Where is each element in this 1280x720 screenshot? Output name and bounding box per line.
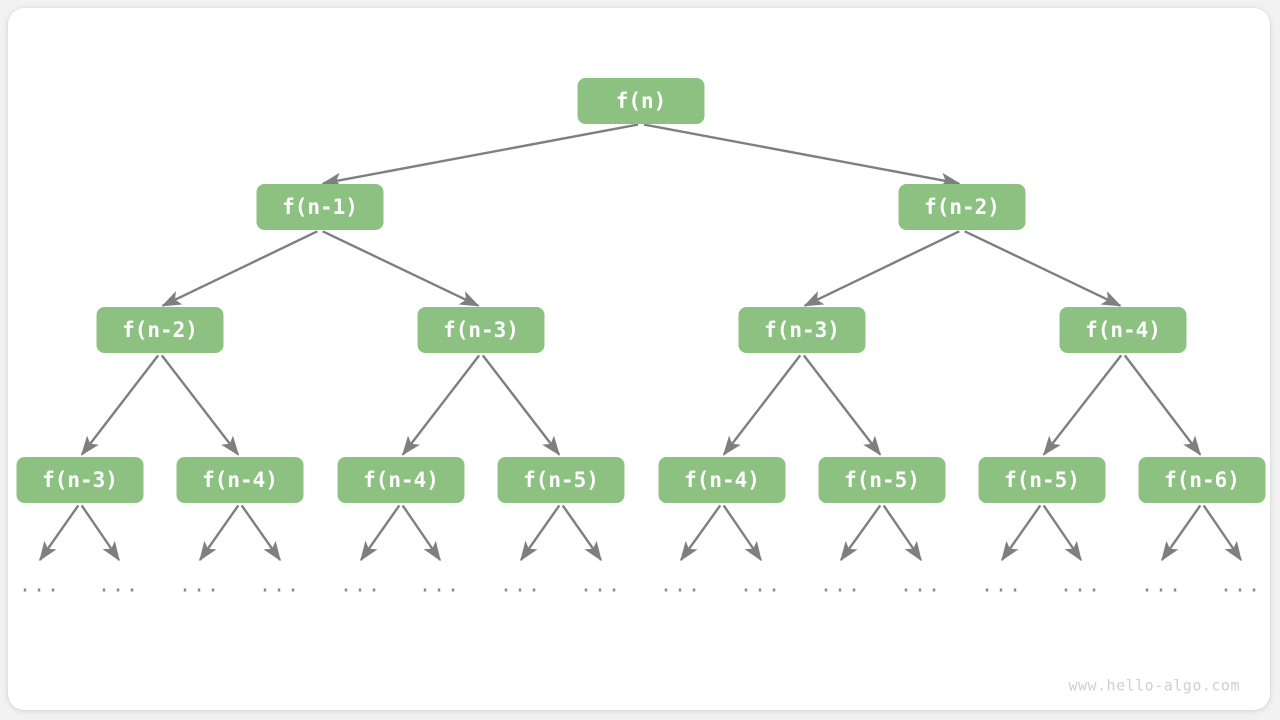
tree-node[interactable]: f(n-5) bbox=[818, 457, 946, 503]
tree-edges-layer bbox=[80, 123, 1202, 456]
ellipsis-marker: ... bbox=[19, 573, 61, 597]
tree-node-label: f(n-4) bbox=[1085, 318, 1161, 342]
tree-edge bbox=[1042, 354, 1123, 456]
diagram-card bbox=[8, 8, 1270, 710]
ellipsis-edge bbox=[840, 504, 882, 562]
tree-node-label: f(n-4) bbox=[202, 468, 278, 492]
tree-node-label: f(n-4) bbox=[684, 468, 760, 492]
ellipsis-marker: ... bbox=[259, 573, 301, 597]
tree-node-box bbox=[337, 457, 465, 503]
ellipsis-marker: ... bbox=[740, 573, 782, 597]
tree-edge bbox=[160, 354, 240, 456]
tree-node-box bbox=[96, 307, 224, 353]
tree-node-box bbox=[738, 307, 866, 353]
ellipsis-marker: ... bbox=[500, 573, 542, 597]
ellipsis-marker: ... bbox=[981, 573, 1023, 597]
tree-edge bbox=[401, 354, 481, 456]
tree-edge bbox=[803, 230, 960, 307]
tree-node-label: f(n-5) bbox=[1004, 468, 1080, 492]
ellipsis-marker: ... bbox=[340, 573, 382, 597]
ellipsis-edge bbox=[80, 504, 120, 562]
tree-node[interactable]: f(n-2) bbox=[898, 184, 1026, 230]
tree-node[interactable]: f(n-2) bbox=[96, 307, 224, 353]
ellipsis-marker: ... bbox=[98, 573, 140, 597]
ellipsis-edge bbox=[1042, 504, 1082, 562]
watermark-label: www.hello-algo.com bbox=[1068, 677, 1240, 695]
tree-edge bbox=[161, 230, 318, 307]
ellipsis-marker: ... bbox=[1220, 573, 1262, 597]
ellipsis-edge bbox=[882, 504, 922, 562]
tree-node[interactable]: f(n-5) bbox=[978, 457, 1106, 503]
ellipsis-edge bbox=[680, 504, 722, 562]
ellipsis-marker: ... bbox=[660, 573, 702, 597]
tree-node[interactable]: f(n-4) bbox=[176, 457, 304, 503]
tree-edge bbox=[964, 230, 1122, 307]
tree-edge bbox=[1123, 354, 1202, 456]
tree-node[interactable]: f(n-4) bbox=[658, 457, 786, 503]
tree-node-label: f(n-2) bbox=[122, 318, 198, 342]
tree-node-box bbox=[1059, 307, 1187, 353]
ellipsis-edge bbox=[1161, 504, 1202, 562]
tree-node-label: f(n-3) bbox=[443, 318, 519, 342]
tree-edge bbox=[802, 354, 882, 456]
tree-edge bbox=[321, 123, 639, 188]
ellipsis-edge bbox=[360, 504, 401, 562]
ellipsis-edge bbox=[1001, 504, 1042, 562]
ellipsis-marker: ... bbox=[179, 573, 221, 597]
tree-edge bbox=[481, 354, 561, 456]
ellipsis-edge bbox=[722, 504, 762, 562]
tree-node[interactable]: f(n-3) bbox=[417, 307, 545, 353]
tree-node-box bbox=[176, 457, 304, 503]
tree-node-box bbox=[1138, 457, 1266, 503]
ellipsis-layer: ........................................… bbox=[19, 573, 1262, 597]
tree-node-label: f(n-4) bbox=[363, 468, 439, 492]
ellipsis-marker: ... bbox=[1060, 573, 1102, 597]
tree-node[interactable]: f(n-4) bbox=[337, 457, 465, 503]
ellipsis-edge bbox=[199, 504, 240, 562]
tree-node-box bbox=[417, 307, 545, 353]
ellipsis-edges-layer bbox=[39, 504, 1242, 562]
ellipsis-marker: ... bbox=[1141, 573, 1183, 597]
ellipsis-marker: ... bbox=[820, 573, 862, 597]
tree-node[interactable]: f(n-4) bbox=[1059, 307, 1187, 353]
tree-node-box bbox=[818, 457, 946, 503]
tree-node[interactable]: f(n-5) bbox=[497, 457, 625, 503]
tree-node-label: f(n-1) bbox=[282, 195, 358, 219]
tree-edge bbox=[643, 123, 961, 188]
tree-edge bbox=[722, 354, 802, 456]
ellipsis-edge bbox=[561, 504, 602, 562]
tree-node-label: f(n-3) bbox=[42, 468, 118, 492]
ellipsis-edge bbox=[1202, 504, 1242, 562]
ellipsis-marker: ... bbox=[900, 573, 942, 597]
tree-node-box bbox=[577, 78, 705, 124]
tree-node-label: f(n-5) bbox=[523, 468, 599, 492]
ellipsis-marker: ... bbox=[580, 573, 622, 597]
tree-nodes-layer: f(n) f(n-1) f(n-2) f(n-2) f(n-3) f(n-3) f(n-4)… bbox=[16, 78, 1266, 503]
ellipsis-edge bbox=[520, 504, 561, 562]
tree-node[interactable]: f(n-1) bbox=[256, 184, 384, 230]
tree-node-label: f(n-6) bbox=[1164, 468, 1240, 492]
ellipsis-edge bbox=[39, 504, 80, 562]
tree-node[interactable]: f(n) bbox=[577, 78, 705, 124]
tree-node-label: f(n-5) bbox=[844, 468, 920, 492]
tree-node[interactable]: f(n-6) bbox=[1138, 457, 1266, 503]
tree-node-label: f(n-2) bbox=[924, 195, 1000, 219]
tree-edge bbox=[322, 230, 480, 307]
tree-node-label: f(n) bbox=[616, 89, 667, 113]
tree-edge bbox=[80, 354, 160, 456]
tree-node[interactable]: f(n-3) bbox=[738, 307, 866, 353]
tree-node-box bbox=[497, 457, 625, 503]
ellipsis-marker: ... bbox=[419, 573, 461, 597]
ellipsis-edge bbox=[401, 504, 441, 562]
tree-node-box bbox=[256, 184, 384, 230]
ellipsis-edge bbox=[240, 504, 281, 562]
tree-node[interactable]: f(n-3) bbox=[16, 457, 144, 503]
tree-node-box bbox=[16, 457, 144, 503]
tree-node-box bbox=[978, 457, 1106, 503]
tree-node-box bbox=[898, 184, 1026, 230]
tree-node-label: f(n-3) bbox=[764, 318, 840, 342]
tree-node-box bbox=[658, 457, 786, 503]
